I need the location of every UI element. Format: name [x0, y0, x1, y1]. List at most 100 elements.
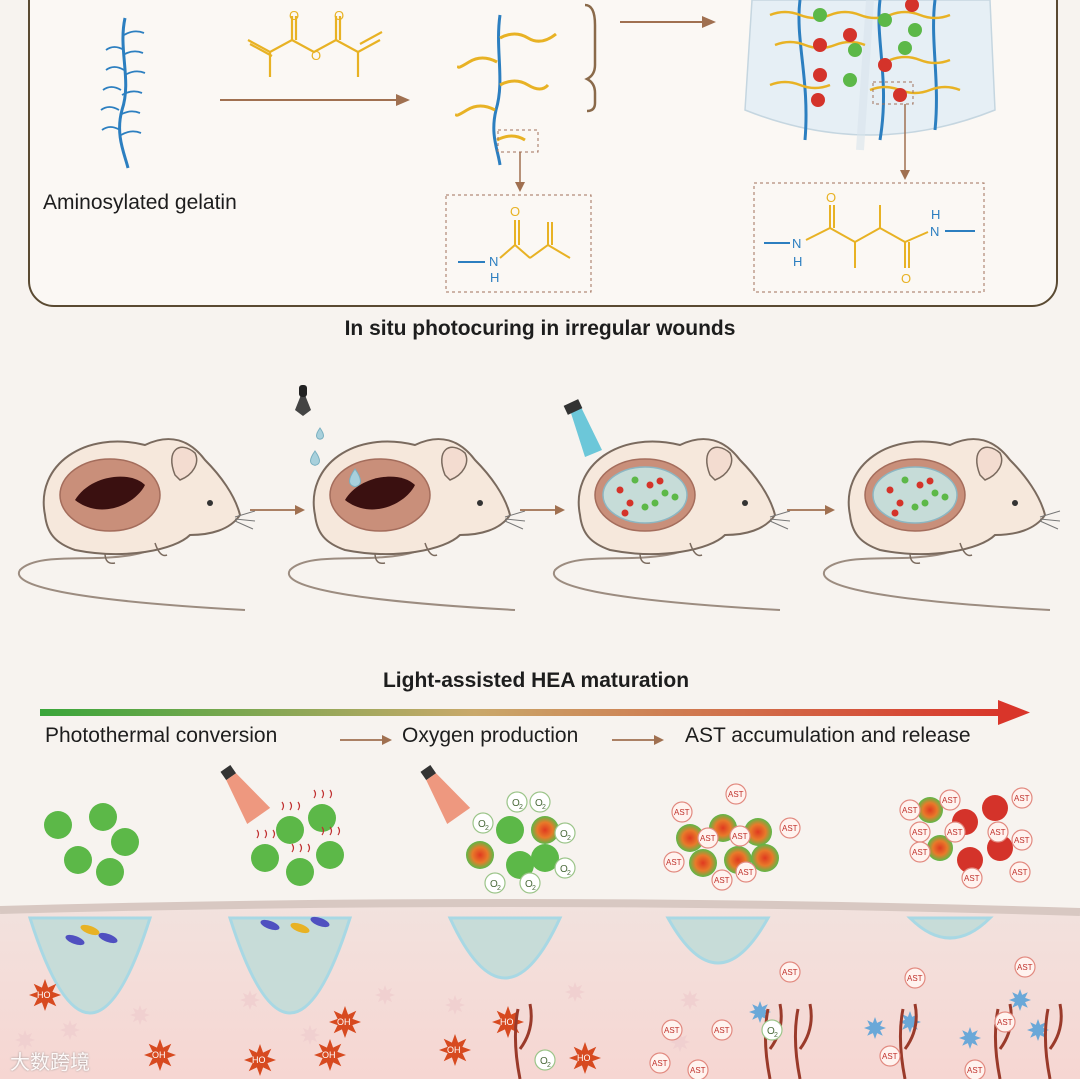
oxygen-bead [506, 851, 534, 879]
green-bead [111, 828, 139, 856]
green-bead [651, 499, 659, 507]
ast-bubble [661, 1019, 683, 1041]
mouse-icon [552, 399, 791, 611]
hydrogel-fill [602, 466, 688, 524]
ros-label: HO [577, 1053, 591, 1063]
n-atom: N [792, 236, 801, 251]
mouse-icon [822, 438, 1061, 611]
o2-label: O [478, 819, 486, 830]
mouse-ear [171, 446, 198, 481]
o2-subscript: 2 [519, 804, 523, 811]
o2-bubble [554, 822, 576, 844]
ast-label: AST [947, 828, 963, 837]
ast-label: AST [652, 1059, 668, 1068]
o2-label: O [560, 829, 568, 840]
mouse-ear [441, 446, 468, 481]
red-bead [616, 486, 624, 494]
o2-subscript: 2 [547, 1062, 551, 1069]
red-bead [917, 797, 943, 823]
hydrogel-droplet [310, 450, 320, 466]
red-bead [813, 68, 827, 82]
ast-bubble [779, 817, 801, 839]
mouse-feet [104, 542, 168, 565]
red-bead [916, 481, 924, 489]
h-atom: H [931, 207, 940, 222]
mouse-whiskers [1039, 510, 1061, 530]
ast-bead [751, 844, 779, 872]
light-source [420, 765, 437, 781]
mouse-feet [909, 542, 973, 565]
green-bead [316, 841, 344, 869]
ast-label: AST [1012, 868, 1028, 877]
n-atom: N [489, 254, 498, 269]
green-bead [251, 844, 279, 872]
ast-label: AST [902, 806, 918, 815]
heat-waves [313, 789, 333, 799]
mouse-eye [477, 500, 483, 506]
ros-star-icon [29, 979, 61, 1011]
step-photothermal: Photothermal conversion [45, 724, 278, 747]
green-bead [921, 499, 929, 507]
o-atom: O [826, 190, 836, 205]
ast-label: AST [782, 968, 798, 977]
ast-bubble [879, 1045, 901, 1067]
step-arrows [340, 735, 664, 745]
red-bead [878, 58, 892, 72]
process-arrow-head [825, 505, 835, 515]
light-beam [226, 773, 271, 824]
mouse-whiskers [504, 510, 526, 530]
ros-label: OH [322, 1050, 336, 1060]
ros-label: HO [252, 1055, 266, 1065]
ros-star-icon [300, 1025, 320, 1045]
ast-bubble [697, 827, 719, 849]
ros-star-icon [375, 985, 395, 1005]
oxygen-label: O [311, 48, 321, 63]
o2-label: O [525, 879, 533, 890]
green-bead [44, 811, 72, 839]
ast-bead [689, 849, 717, 877]
h-atom: H [490, 270, 499, 285]
ros-label: OH [337, 1017, 351, 1027]
ast-bubble [649, 1052, 671, 1074]
o2-bubble [529, 791, 551, 813]
ast-bubble [779, 961, 801, 983]
ast-label: AST [714, 876, 730, 885]
red-bead [621, 509, 629, 517]
oxygen-label: O [289, 8, 299, 23]
crosslink-structure: N H N H O O [764, 190, 975, 286]
ast-bubble [1011, 829, 1033, 851]
ast-label: AST [666, 858, 682, 867]
step-ast: AST accumulation and release [685, 724, 971, 747]
green-bead [96, 858, 124, 886]
ros-star-icon [329, 1006, 361, 1038]
green-bead [631, 476, 639, 484]
mouse-tail [17, 534, 246, 611]
ast-bubble [711, 869, 733, 891]
nir-light-icon [420, 765, 471, 824]
mouse-icon [287, 385, 526, 611]
ast-label: AST [674, 808, 690, 817]
ast-label: AST [738, 868, 754, 877]
ast-label: AST [700, 834, 716, 843]
ast-label: AST [1014, 794, 1030, 803]
o2-label: O [767, 1026, 775, 1037]
o2-bubble [519, 872, 541, 894]
o2-bubble [506, 791, 528, 813]
wound-cavity [665, 916, 771, 965]
photocuring-title: In situ photocuring in irregular wounds [344, 317, 736, 340]
ros-label: OH [447, 1045, 461, 1055]
ast-label: AST [990, 828, 1006, 837]
light-source [563, 399, 583, 415]
o2-label: O [560, 864, 568, 875]
wound-cavity [447, 916, 563, 980]
bacteria-icon [98, 932, 118, 944]
ros-star-icon [959, 1027, 981, 1049]
light-beam [426, 773, 471, 824]
uv-light-icon [570, 405, 602, 457]
bacteria-icon [80, 924, 100, 936]
ast-bead [676, 824, 704, 852]
mouse-ear [976, 446, 1003, 481]
mouse-whiskers [234, 510, 256, 530]
mouse-eye [207, 500, 213, 506]
ast-label: AST [912, 848, 928, 857]
